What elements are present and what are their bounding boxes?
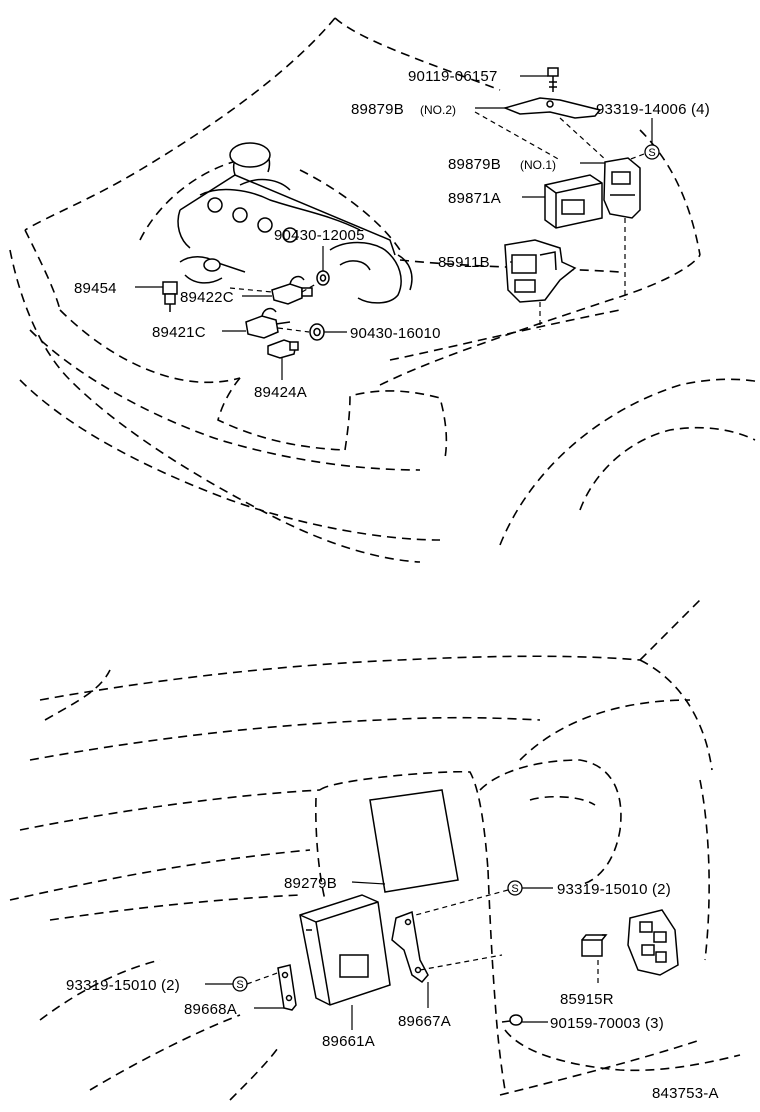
engine-block — [177, 142, 413, 304]
bracket-89879b-no2 — [502, 97, 602, 119]
sensor-89424a — [267, 339, 299, 359]
label-89668a: 89668A — [184, 1001, 237, 1018]
label-93319-14006: 93319-14006 (4) — [596, 101, 710, 118]
label-89879b-no2-note: (NO.2) — [420, 103, 456, 117]
bracket-89879b-no1 — [603, 157, 641, 219]
washer-90430-16010 — [309, 323, 325, 341]
sensor-89454 — [162, 281, 178, 312]
label-89879b-no2: 89879B — [351, 101, 404, 118]
ecu-89661a — [299, 894, 391, 1006]
label-89279b: 89279B — [284, 875, 337, 892]
label-85911b: 85911B — [438, 254, 490, 271]
bolt-90159 — [501, 1014, 523, 1026]
label-89454: 89454 — [74, 280, 117, 297]
label-90430-12005: 90430-12005 — [274, 227, 365, 244]
sensor-89421c — [245, 307, 291, 339]
s-symbol-dash-left: S — [232, 976, 248, 992]
svg-text:S: S — [511, 883, 518, 895]
label-89879b-no1: 89879B — [448, 156, 501, 173]
label-89421c: 89421C — [152, 324, 206, 341]
label-90119-06157: 90119-06157 — [408, 68, 498, 85]
bracket-89667a — [391, 910, 429, 984]
relay-85915r — [581, 934, 608, 957]
junction-block — [627, 909, 679, 976]
engine-leaders — [135, 75, 653, 380]
s-symbol-engine: S — [644, 144, 660, 160]
s-symbol-dash-right: S — [507, 880, 523, 896]
bolt-90119 — [547, 67, 559, 92]
label-90430-16010: 90430-16010 — [350, 325, 441, 342]
label-89424a: 89424A — [254, 384, 307, 401]
svg-text:S: S — [236, 979, 243, 991]
label-89661a: 89661A — [322, 1033, 375, 1050]
label-90159-70003: 90159-70003 (3) — [550, 1015, 664, 1032]
relay-85911b — [504, 239, 577, 303]
dash-leaders — [205, 881, 599, 1030]
label-89871a: 89871A — [448, 190, 501, 207]
label-93319-15010-right: 93319-15010 (2) — [557, 881, 671, 898]
label-85915r: 85915R — [560, 991, 614, 1008]
dashboard-outline — [9, 599, 741, 1101]
computer-89871a — [544, 174, 603, 229]
label-93319-15010-left: 93319-15010 (2) — [66, 977, 180, 994]
label-89879b-no1-note: (NO.1) — [520, 158, 556, 172]
bracket-89668a — [277, 964, 297, 1011]
display-89279b — [369, 789, 459, 893]
diagram-id: 843753-A — [652, 1085, 719, 1102]
sensor-89422c — [271, 275, 313, 305]
engine-bay-outline — [9, 17, 760, 563]
washer-90430-12005 — [316, 270, 330, 286]
svg-text:S: S — [648, 147, 655, 159]
label-89667a: 89667A — [398, 1013, 451, 1030]
label-89422c: 89422C — [180, 289, 234, 306]
